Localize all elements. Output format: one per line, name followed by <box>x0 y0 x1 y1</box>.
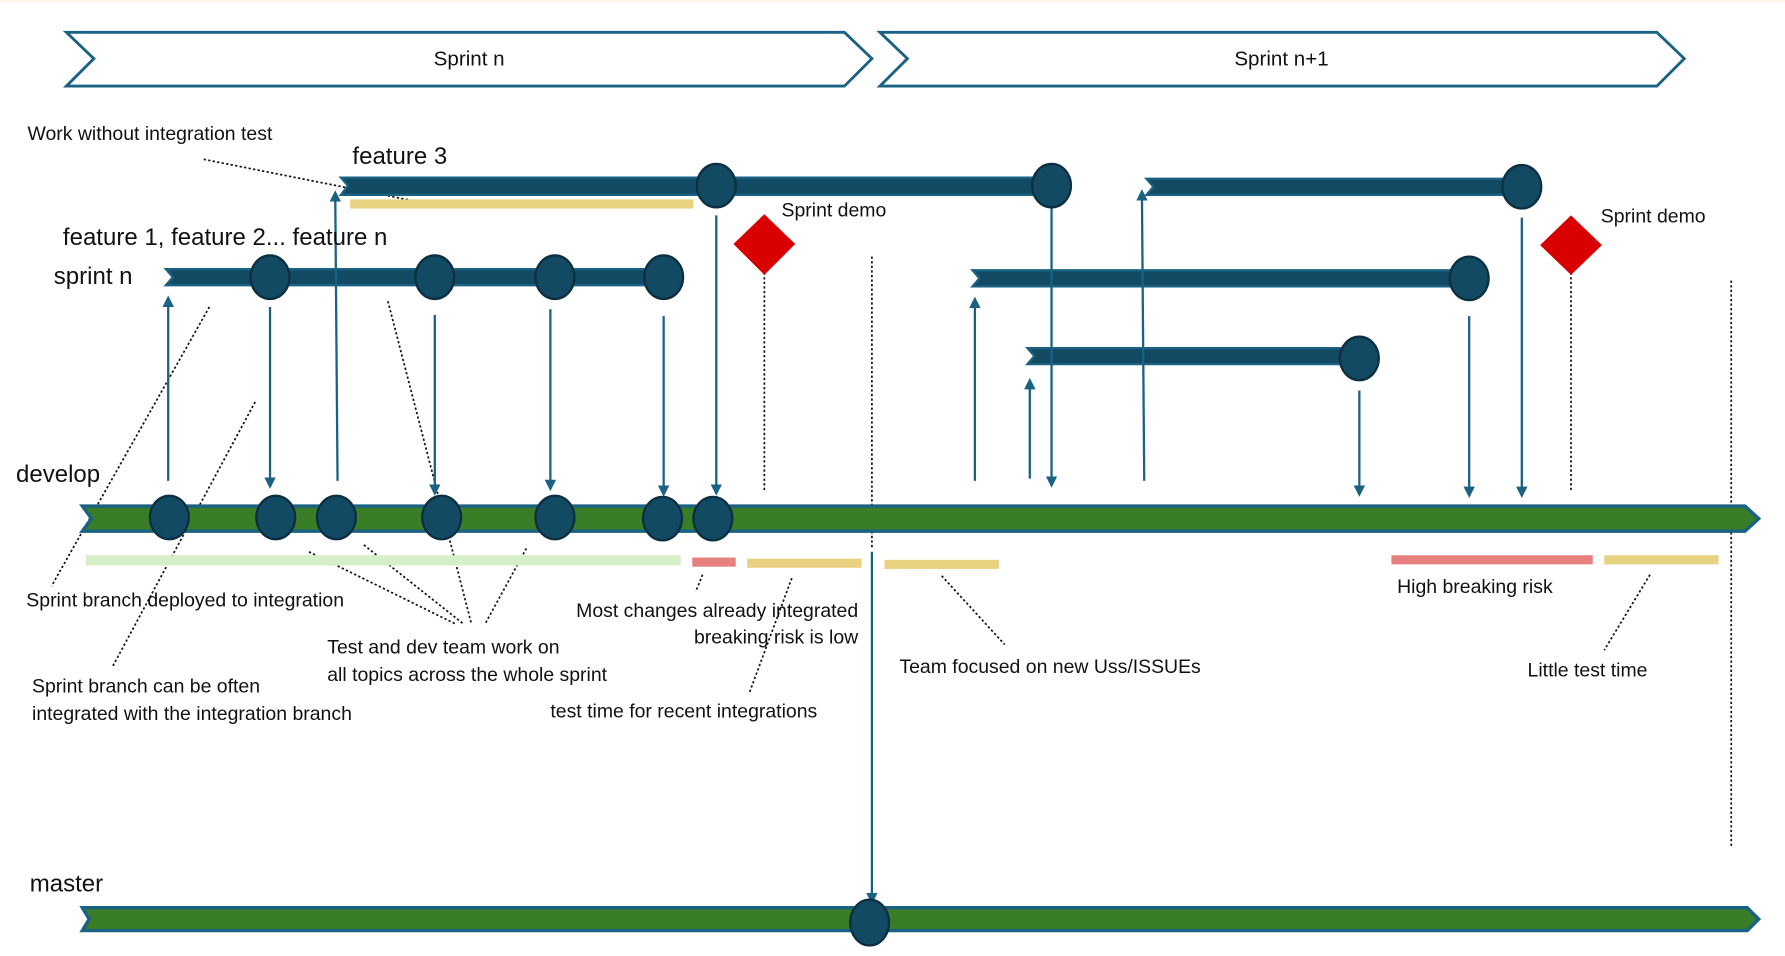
note-sprint-deployed: Sprint branch deployed to integration <box>26 590 344 612</box>
bar-high-risk <box>1391 555 1593 565</box>
master-branch <box>79 905 1762 933</box>
sprint-n1-branch <box>970 269 1471 288</box>
note-little-test-time: Little test time <box>1528 660 1648 682</box>
commit-node[interactable] <box>1338 335 1380 382</box>
highlight-bars <box>85 199 1719 569</box>
commit-node[interactable] <box>534 254 576 301</box>
note-sprint-integrated-1: Sprint branch can be often <box>32 676 260 698</box>
bar-sprint-work <box>85 555 681 566</box>
annotation-leaders <box>50 158 1733 848</box>
features-label: feature 1, feature 2... feature n <box>63 224 387 251</box>
leader-test-time-recent <box>748 577 793 693</box>
note-most-changes-1: Most changes already integrated <box>576 600 858 622</box>
sprint-n1-label: Sprint n+1 <box>1234 48 1328 71</box>
sprint-n-branch-label: sprint n <box>54 263 133 290</box>
sprint-demo-label-2: Sprint demo <box>1601 205 1706 227</box>
top-border <box>0 0 1785 2</box>
commit-node[interactable] <box>1448 255 1490 302</box>
bar-low-risk <box>692 557 736 567</box>
commit-node[interactable] <box>315 494 357 541</box>
sprint-n1-chevron: Sprint n+1 <box>876 30 1687 88</box>
master-label: master <box>30 871 103 898</box>
commit-node[interactable] <box>692 495 734 542</box>
commit-node[interactable] <box>534 494 576 541</box>
merge-arrows <box>162 189 1528 905</box>
develop-label: develop <box>16 461 100 488</box>
feature-n1-branch-top <box>1144 177 1523 196</box>
commit-node[interactable] <box>1030 162 1073 209</box>
leader-test-dev-2 <box>363 544 464 625</box>
commit-node[interactable] <box>414 254 456 301</box>
note-test-time-recent: test time for recent integrations <box>550 701 817 723</box>
feature3-label: feature 3 <box>352 143 447 170</box>
commit-node[interactable] <box>421 494 463 541</box>
commit-node[interactable] <box>148 494 190 541</box>
note-high-risk: High breaking risk <box>1397 576 1553 598</box>
note-sprint-integrated-2: integrated with the integration branch <box>32 703 352 725</box>
leader-test-dev-3 <box>387 301 473 625</box>
note-test-dev-2: all topics across the whole sprint <box>327 664 607 686</box>
note-test-dev-1: Test and dev team work on <box>327 637 559 659</box>
develop-branch <box>79 504 1762 533</box>
commit-node[interactable] <box>695 162 737 209</box>
leader-sprint-deployed <box>50 306 211 587</box>
commits <box>148 162 1543 947</box>
bar-test-time-recent <box>747 558 862 568</box>
bar-team-focused <box>884 559 999 569</box>
leader-little-test-time <box>1603 574 1651 651</box>
arrow-develop-to-feature-top <box>1136 189 1148 481</box>
commit-node[interactable] <box>249 254 291 301</box>
commit-node[interactable] <box>1501 163 1543 210</box>
commit-node[interactable] <box>641 495 684 542</box>
sprint-demo-diamond-icon <box>733 214 796 275</box>
commit-node[interactable] <box>643 254 685 301</box>
note-team-focused: Team focused on new Uss/ISSUEs <box>899 656 1201 678</box>
leader-sprint-integrated <box>111 401 256 668</box>
sprint-demo-label-1: Sprint demo <box>782 200 887 222</box>
commit-node[interactable] <box>255 494 297 541</box>
sprint-demo-diamond-icon <box>1540 215 1602 275</box>
commit-node-master[interactable] <box>849 898 891 947</box>
sprint-n-label: Sprint n <box>434 48 505 71</box>
leader-team-focused <box>941 575 1006 646</box>
sprint-n-chevron: Sprint n <box>62 30 874 88</box>
leader-most-changes <box>694 574 704 593</box>
note-most-changes-2: breaking risk is low <box>694 626 859 648</box>
bar-little-test-time <box>1604 555 1719 565</box>
note-work-without-test: Work without integration test <box>27 123 272 145</box>
arrow-develop-to-feature3 <box>329 190 342 481</box>
bar-work-without-test <box>350 199 694 209</box>
feature-n1-branch-low <box>1025 346 1361 366</box>
